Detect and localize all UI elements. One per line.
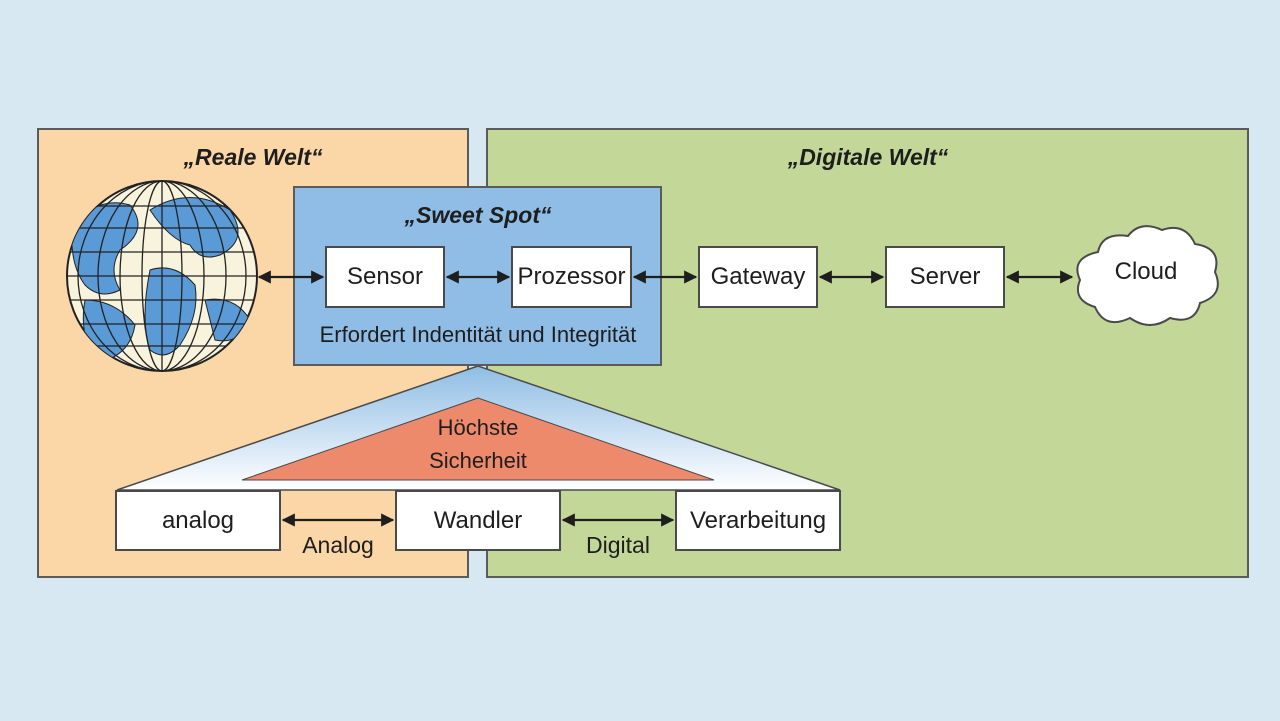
processing-box: Verarbeitung xyxy=(675,490,841,551)
sweet-spot-caption: Erfordert Indentität und Integrität xyxy=(319,322,637,347)
security-line-2: Sicherheit xyxy=(429,448,527,473)
security-line-1: Höchste xyxy=(437,415,519,440)
analog-box: analog xyxy=(115,490,281,551)
gateway-box: Gateway xyxy=(698,246,818,308)
real-world-title: „Reale Welt“ xyxy=(183,144,323,170)
sensor-box: Sensor xyxy=(325,246,445,308)
digital-world-title: „Digitale Welt“ xyxy=(787,144,949,170)
converter-box: Wandler xyxy=(395,490,561,551)
analog-arrow-label: Analog xyxy=(302,532,374,558)
security-triangle xyxy=(241,397,715,481)
processor-box: Prozessor xyxy=(511,246,632,308)
sweet-spot-title: „Sweet Spot“ xyxy=(404,202,552,228)
server-box: Server xyxy=(885,246,1005,308)
cloud-label: Cloud xyxy=(1114,258,1178,285)
digital-arrow-label: Digital xyxy=(586,532,650,558)
